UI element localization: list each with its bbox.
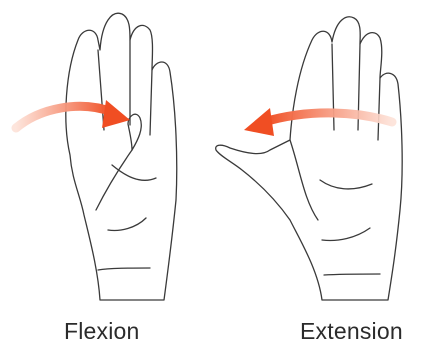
flexion-arrow <box>16 100 130 128</box>
flexion-label: Flexion <box>64 318 140 345</box>
flexion-hand <box>66 13 177 300</box>
extension-arrow <box>244 108 392 136</box>
extension-label: Extension <box>300 318 403 345</box>
extension-hand <box>216 17 402 300</box>
